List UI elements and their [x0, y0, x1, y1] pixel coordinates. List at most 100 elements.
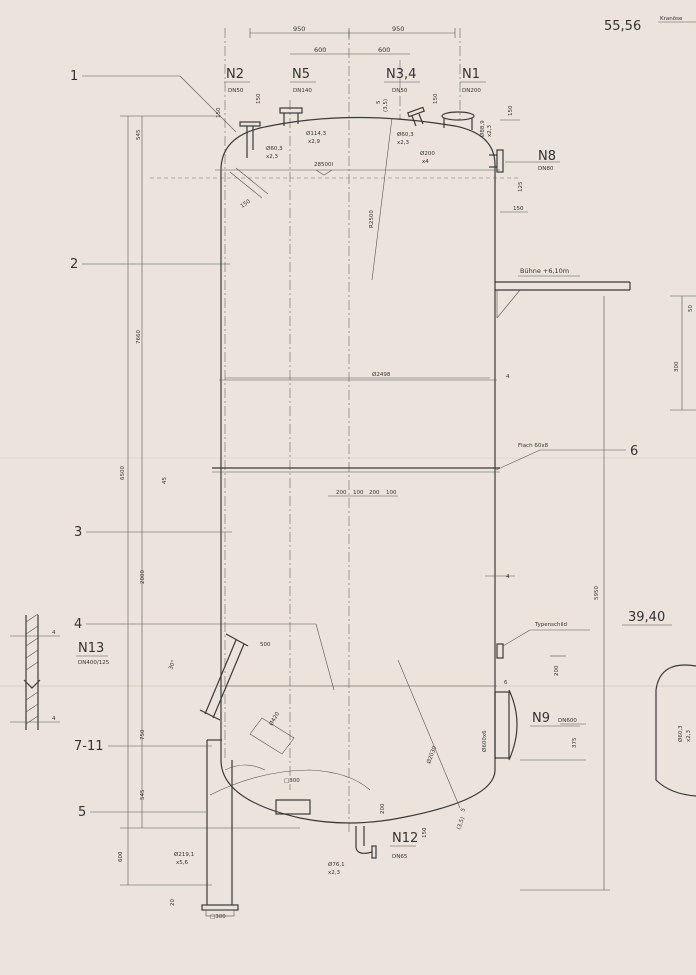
dim-n5-pipe: Ø114,3	[306, 130, 327, 137]
flange	[225, 633, 249, 647]
nozzle-n2	[229, 121, 269, 199]
radius-leader	[371, 117, 393, 281]
dim-n2-pipe: Ø60,3	[266, 145, 283, 152]
side-view	[655, 295, 696, 797]
base-plate-outline	[205, 909, 235, 917]
weld-symbol	[23, 679, 41, 689]
position-4: 4	[74, 617, 82, 632]
side-dim-50: 50	[688, 305, 694, 312]
nozzle-dn-n9: DN600	[558, 718, 577, 724]
dim-150-n2: 150	[240, 198, 252, 209]
dim-n34-wall: x2,3	[397, 140, 410, 146]
radius-leader	[397, 659, 461, 809]
nozzle-dn-n2: DN50	[228, 88, 244, 94]
corner-note: Kranöse	[660, 16, 683, 22]
nozzle-dn-n5: DN140	[293, 88, 312, 94]
nozzle-dn-n8: DN80	[538, 166, 554, 172]
side-view-weight: 39,40	[628, 610, 665, 625]
nozzle-n12	[355, 826, 377, 859]
dim-6: 6	[504, 680, 508, 686]
dim-45: 45	[162, 477, 168, 484]
dim-5-bot-b: (3,5)	[456, 816, 466, 830]
dim-125: 125	[518, 181, 524, 192]
nozzle-dn-n13: DN400/125	[78, 660, 110, 666]
detail-dim-4-b: 4	[52, 716, 56, 722]
dim-n5-wall: x2,9	[308, 139, 321, 145]
sump-box	[275, 799, 311, 815]
nozzle-n5	[279, 107, 303, 126]
dim-600-right: 600	[378, 46, 390, 54]
nameplate	[496, 643, 504, 659]
dim-shell-diameter: Ø2498	[372, 371, 391, 378]
dim-5-bot: 5	[460, 807, 467, 813]
dim-n1-pipe: Ø200	[420, 150, 435, 157]
side-dim-wall: x2,3	[686, 729, 692, 742]
pipe	[418, 113, 424, 125]
dim-r2500: R2500	[369, 210, 375, 228]
dim-150-a: 150	[216, 107, 222, 118]
flange	[371, 845, 377, 859]
pipe	[411, 115, 417, 127]
level-marker	[315, 169, 333, 176]
nozzle-n34	[407, 106, 425, 127]
flange	[407, 106, 425, 118]
dim-leg-pipe: Ø219,1	[174, 851, 194, 858]
dim-n12-wall: x2,3	[328, 870, 341, 876]
side-outline	[655, 664, 696, 797]
dim-7660: 7660	[136, 330, 142, 344]
internal-pipe	[224, 764, 266, 771]
nozzle-n1	[441, 111, 475, 130]
position-3: 3	[74, 525, 82, 540]
manhole-flange	[441, 111, 475, 121]
dim-950-left: 950	[293, 25, 305, 33]
dim-n13-angle: 30°	[168, 659, 177, 670]
flange	[239, 121, 261, 127]
dim-200-skirt: 200	[380, 803, 386, 814]
base-plate	[201, 904, 239, 911]
dim-n12-pipe: Ø76,1	[328, 861, 345, 868]
elbow	[355, 847, 373, 854]
dim-n34-pipe: Ø60,3	[397, 131, 414, 138]
hatching	[25, 613, 39, 725]
nozzle-tag-n1: N1	[462, 67, 480, 82]
dim-150-d: 150	[508, 105, 514, 116]
nozzle-tag-n34: N3,4	[386, 67, 416, 82]
nozzle-dn-n34: DN50	[392, 88, 408, 94]
dim-r-bottom: Ø2030	[425, 745, 438, 765]
nameplate-label: Typenschild	[534, 622, 567, 628]
dim-200-a: 200	[554, 665, 560, 676]
dim-375: 375	[572, 737, 578, 748]
seg-200-a: 200	[336, 490, 347, 496]
support-leg	[201, 739, 239, 911]
position-1: 1	[70, 69, 78, 84]
dim-600-left: 600	[314, 46, 326, 54]
nozzle-n13	[199, 633, 249, 721]
side-dim-pipe: Ø60,3	[677, 725, 684, 742]
position-6: 6	[630, 444, 638, 459]
dim-545-bot: 545	[140, 789, 146, 800]
dim-5-top-b: (3,5)	[383, 99, 389, 112]
nozzle-n9	[494, 689, 518, 761]
dim-2000: 2000	[140, 570, 146, 584]
flat-bar-label: Flach 60x8	[518, 443, 549, 449]
dim-545-top: 545	[136, 129, 142, 140]
dim-wall-4-b: 4	[506, 574, 510, 580]
leader-line	[179, 75, 237, 133]
flange	[496, 149, 504, 173]
pipe-branch	[235, 167, 269, 195]
nozzle-tag-n2: N2	[226, 67, 244, 82]
side-dim-300: 300	[674, 361, 680, 372]
position-5: 5	[78, 805, 86, 820]
bottom-head	[220, 759, 496, 824]
dim-n13-length: 500	[260, 642, 271, 648]
nozzle-tag-n9: N9	[532, 711, 550, 726]
dim-150-n12: 150	[422, 827, 428, 838]
nozzle-tag-n13: N13	[78, 641, 104, 656]
n13-reinforcement	[249, 717, 295, 755]
flange	[279, 107, 303, 114]
nozzle-tag-n5: N5	[292, 67, 310, 82]
dim-n8-pipe: Ø88,9	[479, 120, 486, 137]
weld-detail	[10, 613, 60, 730]
nozzle-n8	[489, 149, 504, 173]
